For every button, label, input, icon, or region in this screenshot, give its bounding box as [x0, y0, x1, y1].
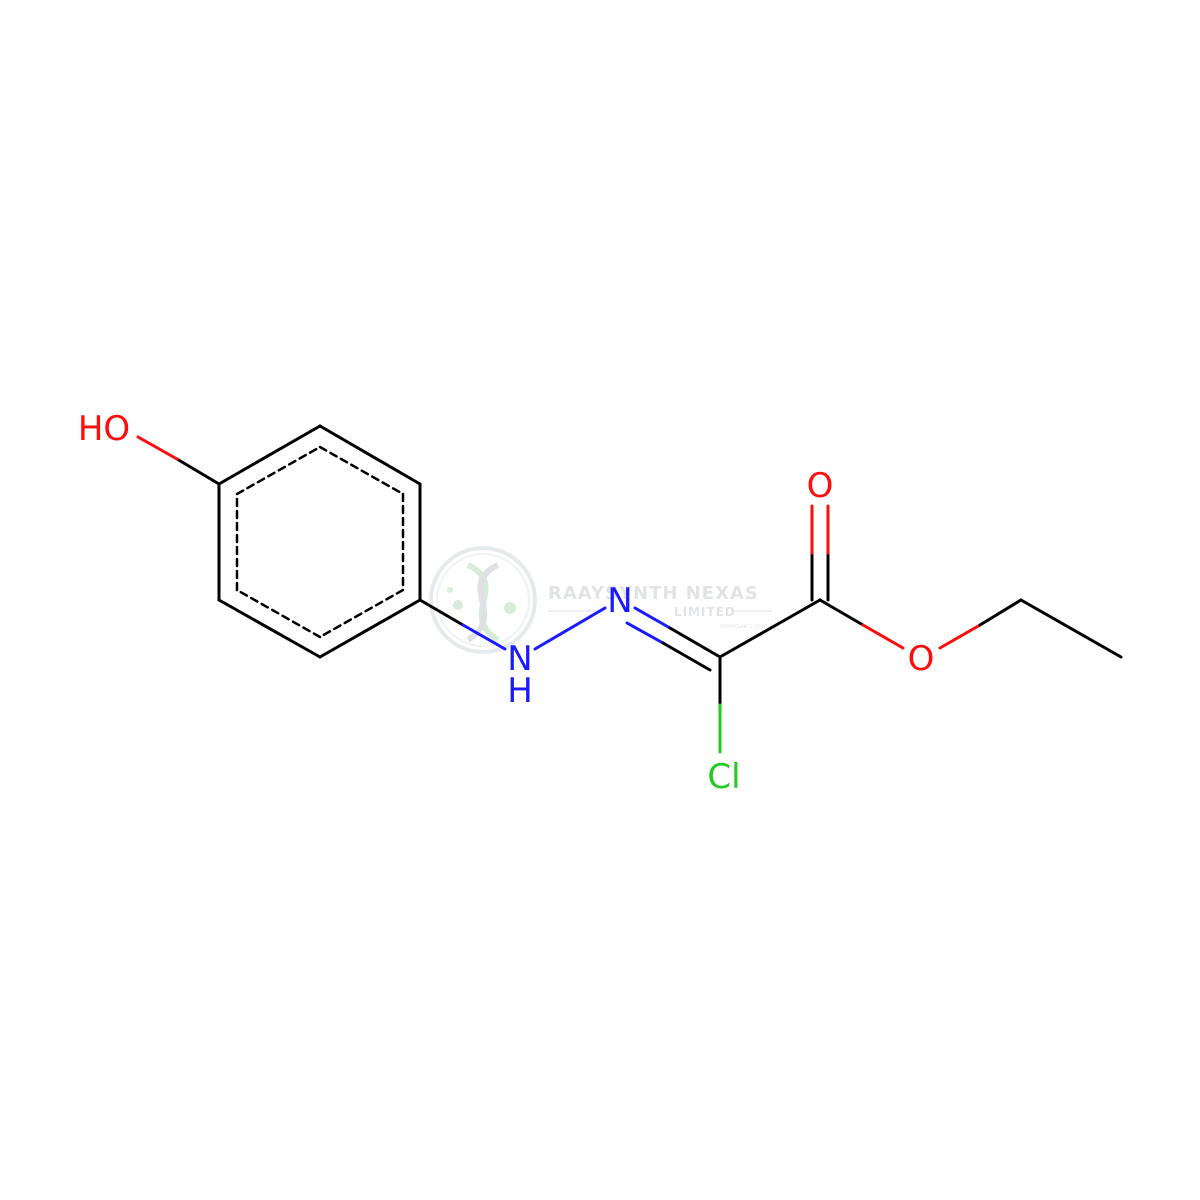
- atom-labels: HO N H N Cl O O: [78, 409, 935, 797]
- bond-o-ch2-red: [938, 623, 982, 650]
- watermark-subtitle: LIMITED: [674, 605, 736, 619]
- atom-hydroxyl: HO: [78, 409, 130, 449]
- bond-ring-2: [318, 424, 422, 486]
- bond-c-o-hydroxyl-black: [175, 457, 221, 486]
- bond-ring-1: [217, 424, 322, 486]
- bond-c-o-ester-red: [861, 623, 905, 650]
- bond-n-c-double-a-blue: [633, 606, 672, 630]
- watermark-title: RAAYSYNTH NEXAS: [548, 583, 759, 604]
- bond-c-carbonyl-c: [718, 598, 822, 659]
- atom-ester-o: O: [908, 639, 935, 679]
- watermark-tagline: molecule's journey: [720, 623, 777, 630]
- bonds: [136, 424, 1123, 754]
- dna-helix-logo-icon: [429, 546, 537, 654]
- watermark: RAAYSYNTH NEXAS LIMITED molecule's journ…: [429, 546, 777, 654]
- bond-ring-5: [217, 598, 322, 659]
- bond-c-o-hydroxyl-red: [136, 435, 179, 461]
- bond-n-c-double-b-black: [661, 641, 712, 672]
- bond-c-nh-blue: [461, 623, 507, 651]
- bond-c-nh-black: [418, 598, 465, 627]
- atom-amine-n: N: [507, 639, 532, 679]
- atom-carbonyl-o: O: [807, 466, 834, 506]
- bond-n-c-double-b-blue: [625, 621, 665, 645]
- bond-o-ch2-black: [978, 598, 1023, 627]
- atom-amine-h: H: [507, 671, 533, 711]
- atom-imine-n: N: [607, 581, 632, 621]
- bond-c-o-ester-black: [818, 598, 865, 627]
- atom-chlorine: Cl: [707, 757, 740, 797]
- bond-ring-4: [318, 598, 422, 659]
- bond-n-n: [533, 606, 607, 651]
- aromatic-inner-ring: [235, 445, 405, 639]
- bond-n-c-double-a-black: [668, 626, 722, 659]
- bond-ch2-ch3: [1019, 598, 1123, 659]
